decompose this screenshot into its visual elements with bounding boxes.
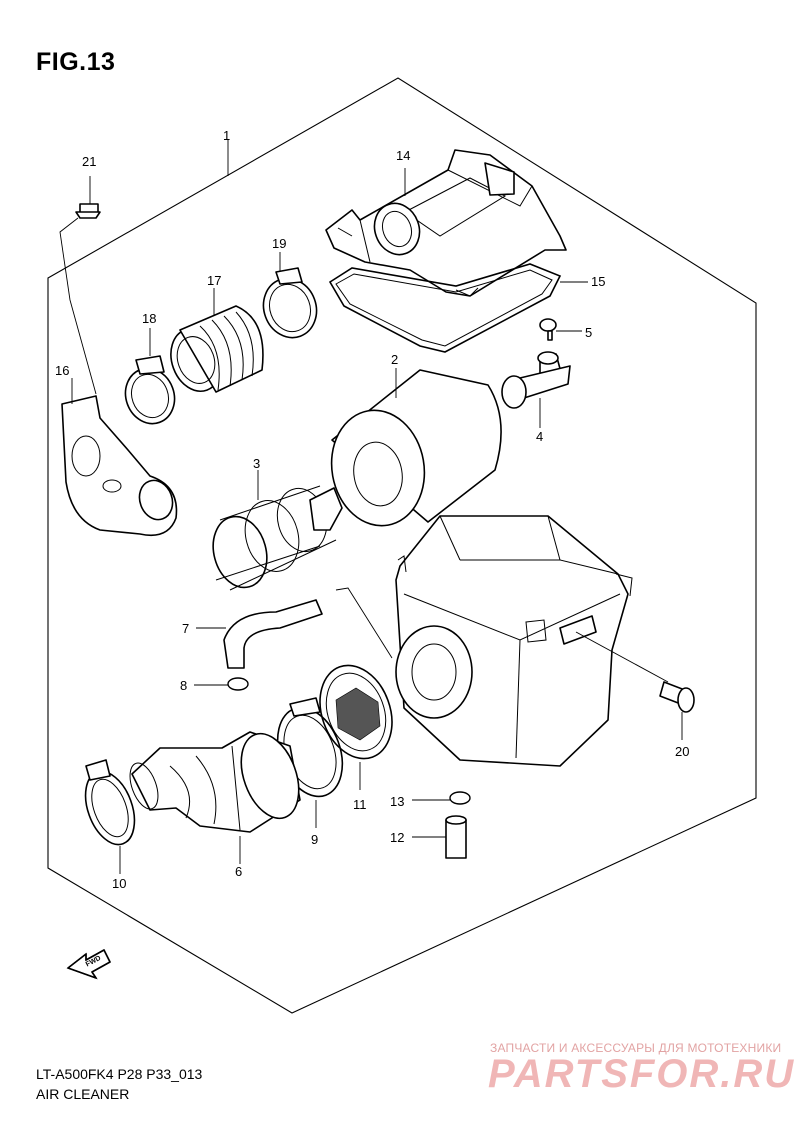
callout-14: 14 bbox=[396, 148, 410, 163]
callout-12: 12 bbox=[390, 830, 404, 845]
part-7-hose bbox=[196, 599, 323, 669]
part-18-clamp bbox=[124, 328, 176, 425]
callout-17: 17 bbox=[207, 273, 221, 288]
part-3-filter-cage bbox=[212, 470, 343, 591]
section-name: AIR CLEANER bbox=[36, 1086, 130, 1102]
part-6-outlet-tube bbox=[129, 731, 301, 864]
callout-1: 1 bbox=[223, 128, 230, 143]
part-14-cover bbox=[325, 149, 567, 297]
part-13-clip bbox=[412, 791, 471, 805]
part-10-clamp bbox=[84, 759, 136, 874]
callout-10: 10 bbox=[112, 876, 126, 891]
assembly-frame bbox=[47, 77, 757, 1014]
callout-3: 3 bbox=[253, 456, 260, 471]
model-code: LT-A500FK4 P28 P33_013 bbox=[36, 1066, 203, 1082]
callout-13: 13 bbox=[390, 794, 404, 809]
part-2-filter-element bbox=[330, 368, 502, 527]
callout-4: 4 bbox=[536, 429, 543, 444]
part-8-clip bbox=[194, 677, 249, 691]
watermark-logo: PARTSFOR.RU bbox=[488, 1052, 796, 1096]
part-20-bolt bbox=[575, 631, 695, 740]
part-15-gasket bbox=[328, 263, 588, 353]
callout-7: 7 bbox=[182, 621, 189, 636]
callout-18: 18 bbox=[142, 311, 156, 326]
part-12-drain-tube bbox=[412, 815, 467, 859]
part-9-clamp bbox=[276, 697, 344, 828]
callout-21: 21 bbox=[82, 154, 96, 169]
callout-2: 2 bbox=[391, 352, 398, 367]
callout-11: 11 bbox=[353, 797, 367, 812]
part-17-boot bbox=[170, 288, 264, 393]
callout-8: 8 bbox=[180, 678, 187, 693]
fwd-arrow-icon: FWD bbox=[66, 949, 111, 980]
callout-6: 6 bbox=[235, 864, 242, 879]
callout-20: 20 bbox=[675, 744, 689, 759]
callout-15: 15 bbox=[591, 274, 605, 289]
watermark-tagline: ЗАПЧАСТИ И АКСЕССУАРЫ ДЛЯ МОТОТЕХНИКИ bbox=[490, 1041, 782, 1055]
callout-16: 16 bbox=[55, 363, 69, 378]
part-16-intake-duct bbox=[61, 378, 178, 537]
callout-5: 5 bbox=[585, 325, 592, 340]
part-4-valve bbox=[501, 351, 571, 428]
part-19-clamp bbox=[262, 252, 318, 339]
leader-case-to-cage bbox=[335, 587, 393, 659]
part-21-bolt bbox=[59, 176, 101, 395]
part-5-screw bbox=[539, 318, 582, 341]
callout-9: 9 bbox=[311, 832, 318, 847]
figure-title: FIG.13 bbox=[36, 48, 116, 76]
part-1-case bbox=[227, 140, 633, 767]
part-11-screen bbox=[319, 664, 393, 790]
callout-19: 19 bbox=[272, 236, 286, 251]
